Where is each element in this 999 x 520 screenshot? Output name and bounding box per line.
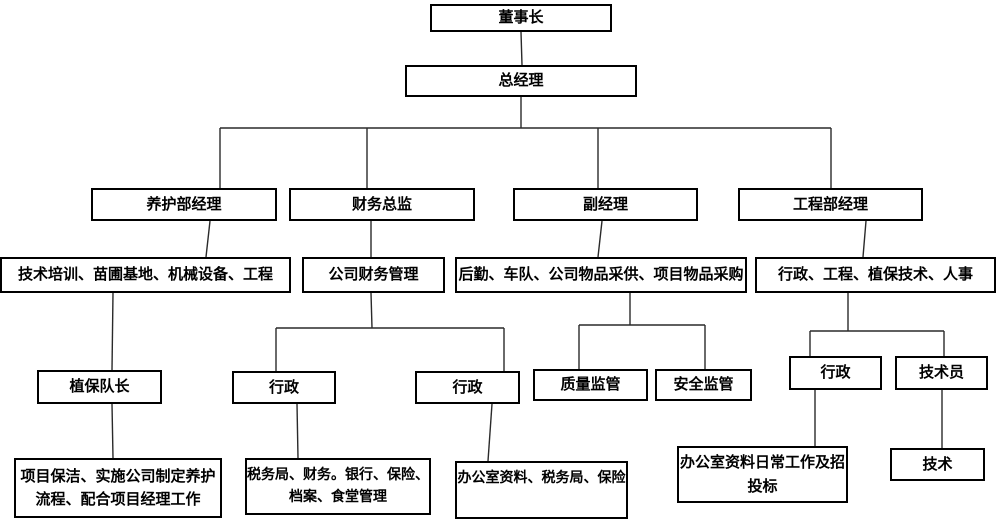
org-node-leader-duties: 项目保洁、实施公司制定养护 流程、配合项目经理工作	[14, 458, 222, 518]
org-node-general-manager: 总经理	[405, 65, 637, 97]
org-node-finance-admin-2-duties: 办公室资料、税务局、保险	[455, 461, 628, 519]
org-node-maintenance-scope: 技术培训、苗圃基地、机械设备、工程	[0, 257, 291, 293]
org-node-safety-supervision: 安全监管	[655, 369, 752, 401]
org-node-engineering-admin-duties: 办公室资料日常工作及招 投标	[677, 446, 848, 503]
org-node-finance-director: 财务总监	[289, 188, 475, 221]
org-node-finance-admin-2: 行政	[415, 371, 520, 404]
org-node-quality-supervision: 质量监管	[533, 369, 648, 401]
org-node-finance-admin-1: 行政	[232, 371, 336, 404]
org-node-technician-duties: 技术	[890, 448, 985, 481]
org-node-engineering-scope: 行政、工程、植保技术、人事	[755, 257, 996, 293]
org-node-finance-admin-1-duties: 税务局、财务。银行、保险、 档案、食堂管理	[245, 458, 431, 515]
org-node-finance-scope: 公司财务管理	[302, 257, 445, 293]
org-node-deputy-scope: 后勤、车队、公司物品采供、项目物品采购	[455, 257, 747, 293]
org-node-maintenance-manager: 养护部经理	[91, 188, 277, 221]
org-node-deputy-manager: 副经理	[513, 188, 698, 221]
org-node-technician: 技术员	[895, 356, 988, 390]
org-node-engineering-manager: 工程部经理	[738, 188, 923, 221]
org-node-plant-protection-leader: 植保队长	[37, 370, 162, 404]
org-node-chairman: 董事长	[430, 4, 612, 32]
org-node-engineering-admin: 行政	[789, 356, 882, 390]
